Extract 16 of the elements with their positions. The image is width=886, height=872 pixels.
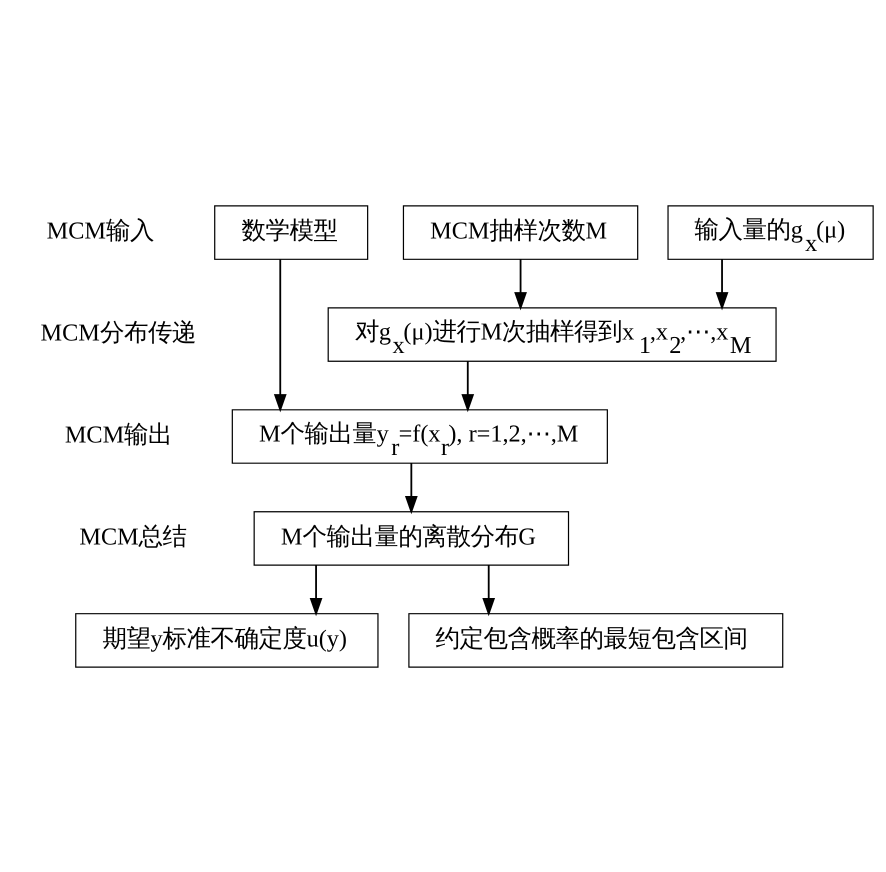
node-box: MCM抽样次数M <box>402 204 638 260</box>
arrow <box>273 259 286 412</box>
arrow <box>404 462 418 514</box>
arrow <box>460 360 474 412</box>
node-box: 数学模型 <box>214 204 368 260</box>
node-box: 期望y标准不确定度u(y) <box>74 612 378 668</box>
node-box: 约定包含概率的最短包含区间 <box>408 612 783 668</box>
arrow <box>514 258 526 310</box>
label: MCM总结 <box>78 523 186 550</box>
label: MCM输入 <box>46 217 154 244</box>
arrow <box>309 564 322 616</box>
label: MCM分布传递 <box>40 319 196 346</box>
node-box: M个输出量的离散分布G <box>253 510 569 566</box>
label: MCM输出 <box>64 421 172 448</box>
arrow <box>482 564 495 616</box>
arrow <box>715 258 728 310</box>
